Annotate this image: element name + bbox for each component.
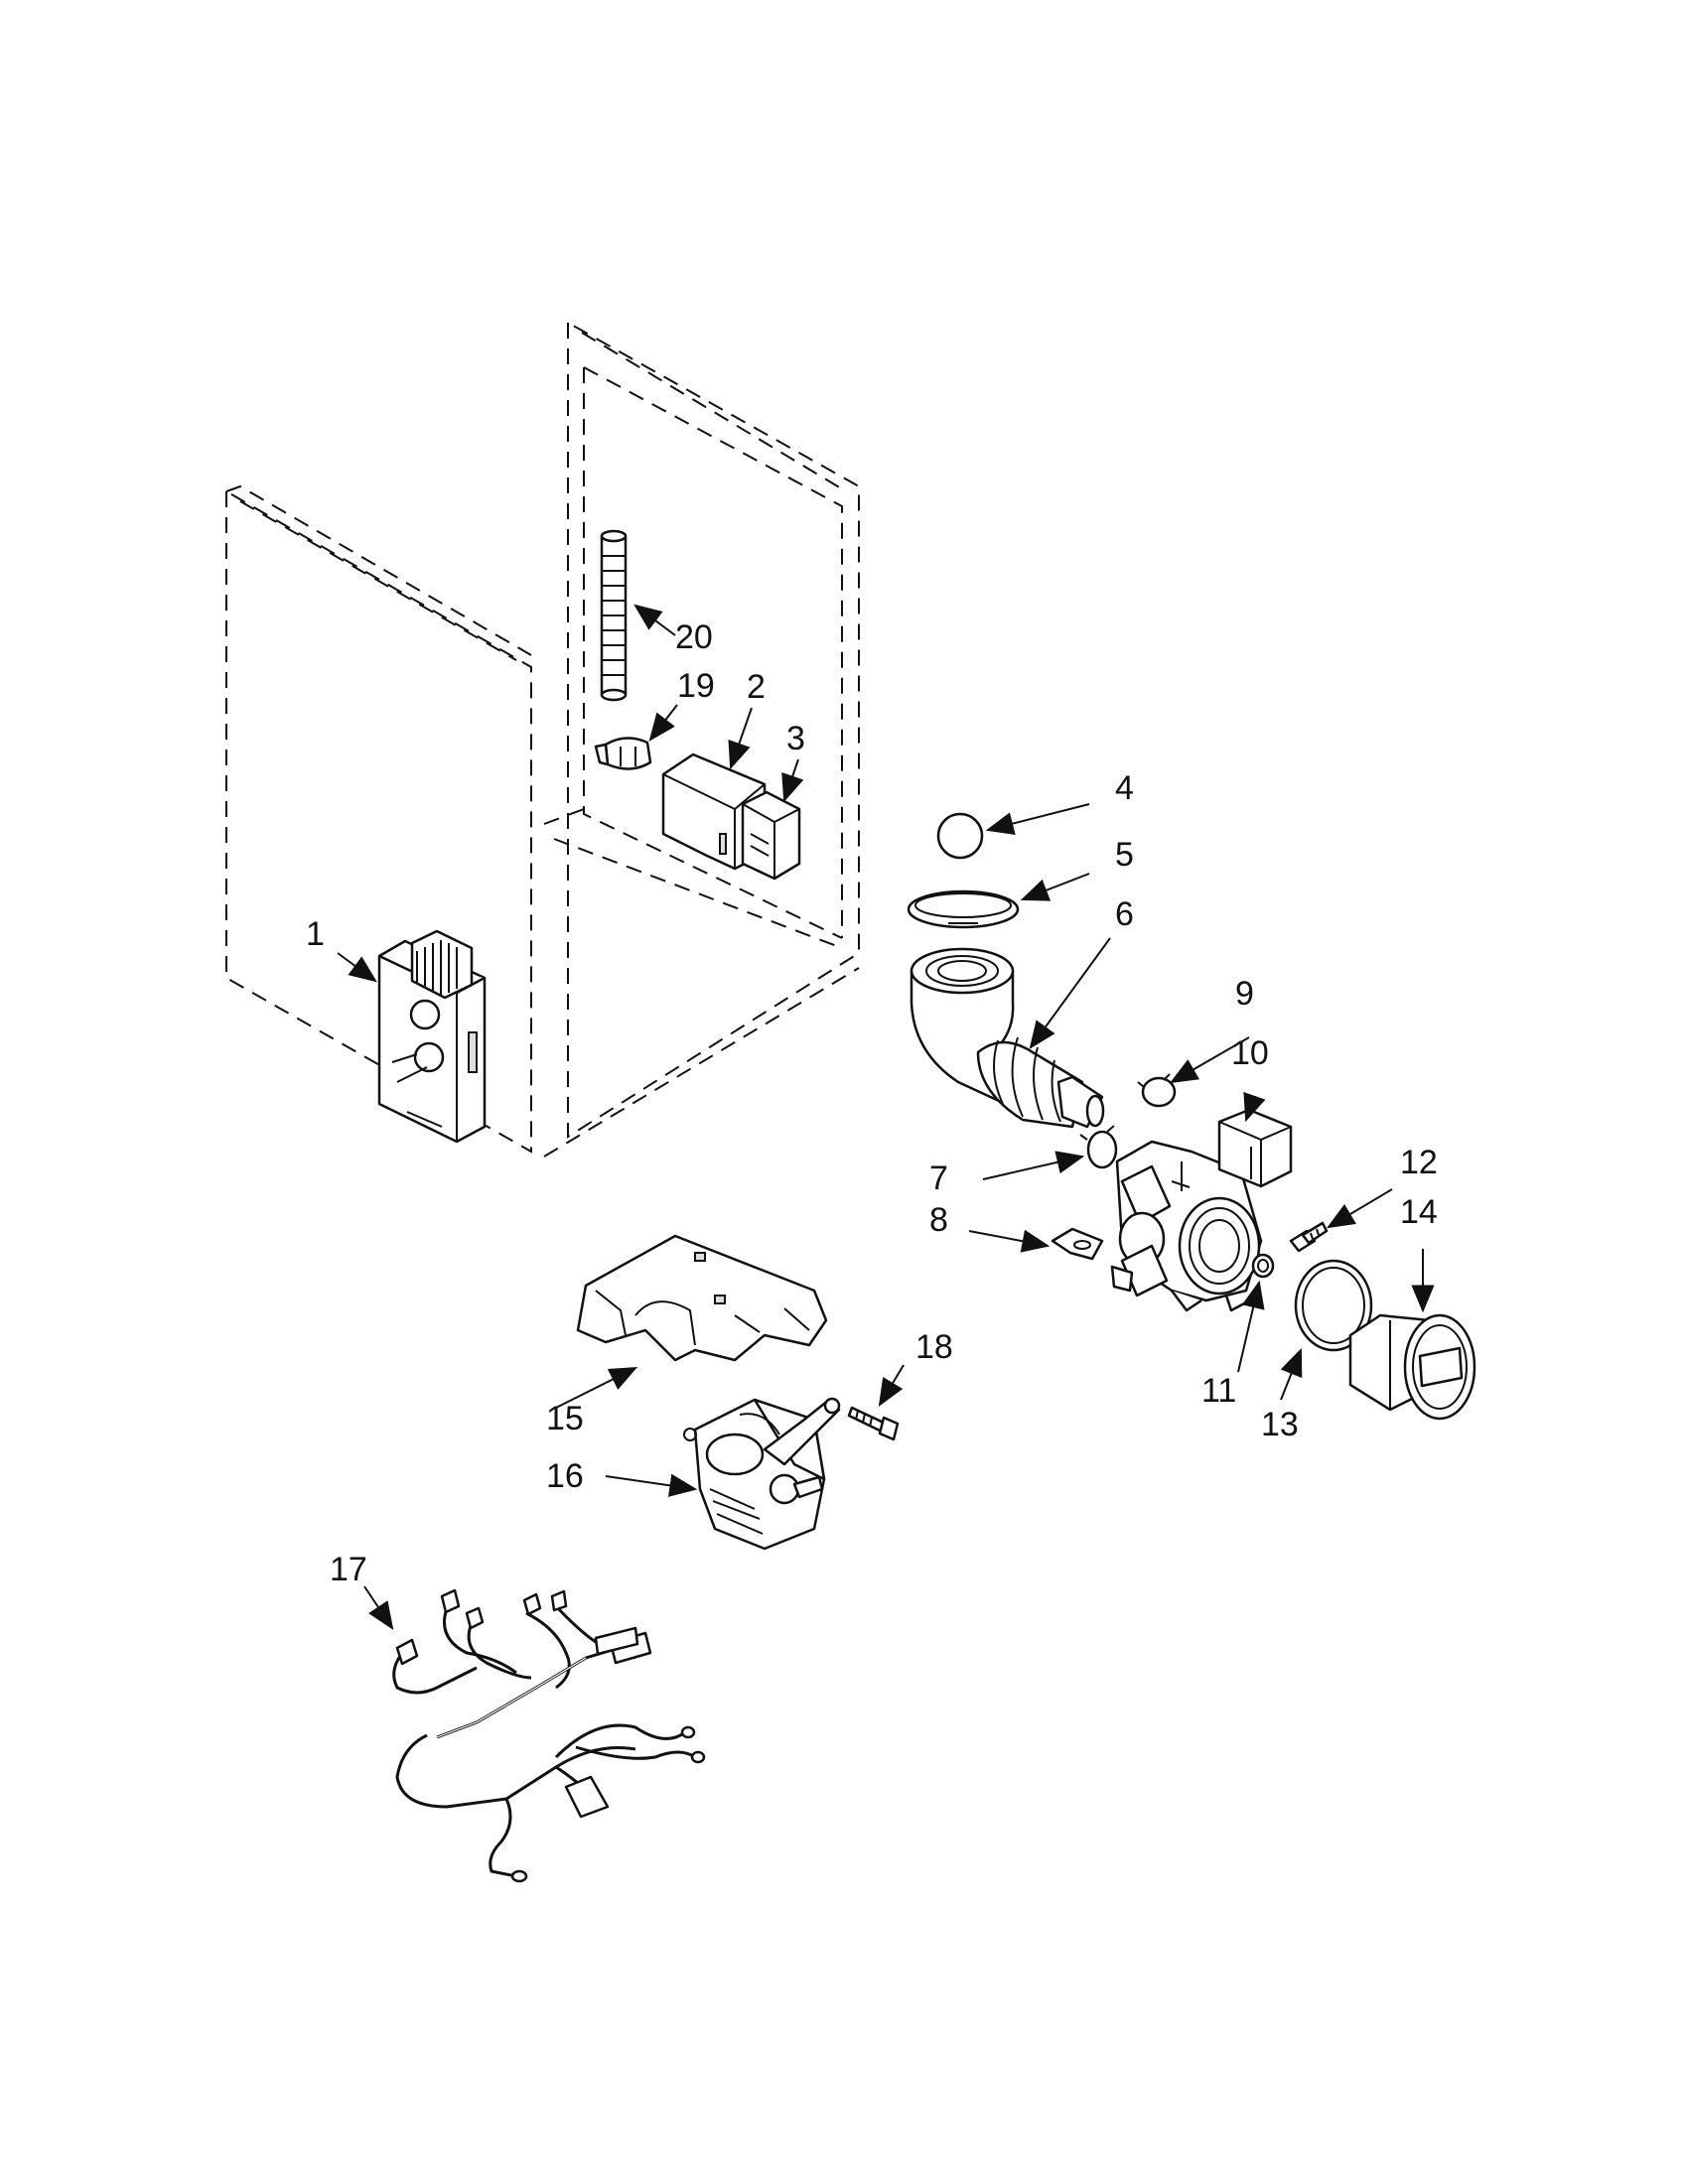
- callout-5: 5: [1115, 836, 1134, 874]
- callout-1: 1: [306, 915, 325, 953]
- callout-4: 4: [1115, 769, 1134, 807]
- part-2-bracket: [661, 752, 767, 871]
- callout-19: 19: [677, 667, 715, 705]
- callout-14: 14: [1400, 1193, 1438, 1231]
- callout-8: 8: [929, 1201, 948, 1239]
- callout-2: 2: [747, 668, 766, 706]
- cabinet-rear-panel-outline: [543, 321, 860, 1158]
- callout-10: 10: [1231, 1034, 1269, 1072]
- callout-16: 16: [546, 1457, 584, 1495]
- callout-3: 3: [786, 720, 805, 757]
- part-5-ring: [907, 889, 1020, 929]
- callout-11: 11: [1201, 1372, 1236, 1410]
- callout-9: 9: [1235, 975, 1254, 1013]
- callout-13: 13: [1261, 1406, 1299, 1443]
- part-12-screw: [1289, 1221, 1329, 1253]
- part-6-sump-bellows: [910, 947, 1105, 1129]
- callout-17: 17: [330, 1551, 367, 1588]
- part-9-clamp: [1137, 1073, 1177, 1108]
- callout-7: 7: [929, 1160, 948, 1197]
- part-3-module: [741, 790, 801, 881]
- part-20-hose: [600, 529, 628, 702]
- part-8-bracket: [1051, 1227, 1104, 1261]
- part-16-motor: [683, 1397, 841, 1551]
- part-1-control-block: [377, 929, 487, 1144]
- callout-12: 12: [1400, 1144, 1438, 1181]
- part-15-shield: [576, 1234, 828, 1362]
- callout-leaders: [337, 604, 1435, 1630]
- callout-18: 18: [915, 1328, 953, 1366]
- part-13-gasket: [1294, 1259, 1373, 1352]
- part-19-clip: [594, 737, 652, 770]
- cabinet-left-panel-outline: [225, 484, 532, 1154]
- part-4-ball: [936, 812, 984, 860]
- callout-6: 6: [1115, 895, 1134, 933]
- callout-15: 15: [546, 1400, 584, 1437]
- callout-labels: 1 2 3 4 5 6 7 8 9 10 11 12 13 14 15 16 1…: [306, 618, 1438, 1588]
- part-7-clamp: [1079, 1125, 1118, 1169]
- part-18-bolt: [847, 1406, 900, 1441]
- part-14-filter-cap: [1348, 1313, 1476, 1421]
- part-17-wire-harness: [392, 1588, 706, 1883]
- part-11-seal: [1251, 1253, 1275, 1279]
- part-10-pump: [1110, 1108, 1293, 1312]
- callout-20: 20: [675, 618, 713, 656]
